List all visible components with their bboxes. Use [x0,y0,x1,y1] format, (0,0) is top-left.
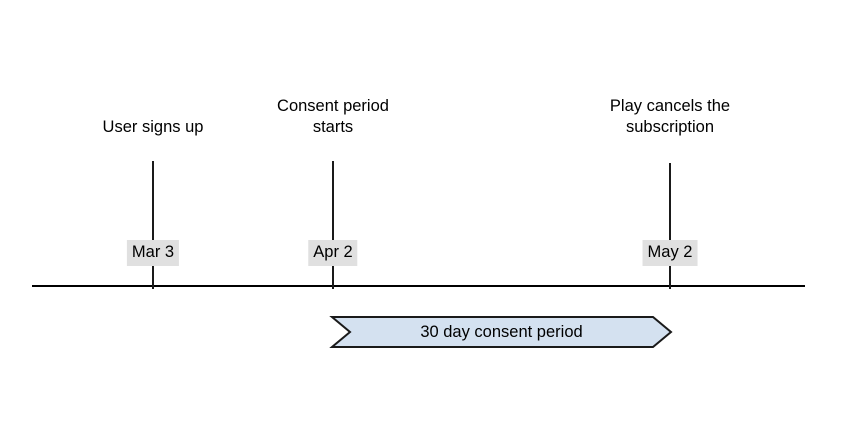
marker-label-line2: starts [312,118,354,136]
timeline-axis [32,285,805,287]
marker-label-line1: Consent period [277,97,389,115]
marker-stem-play-cancels [669,163,671,289]
marker-date-consent-start: Apr 2 [308,240,358,266]
marker-stem-consent-start [332,161,334,289]
marker-label-line2: subscription [625,118,715,136]
marker-label-play-cancels: Play cancels the subscription [610,96,730,138]
marker-stem-signup [152,161,154,289]
marker-date-signup: Mar 3 [126,240,180,266]
marker-label-line1: Play cancels the [609,97,731,115]
chevron-shape [329,316,673,348]
marker-date-play-cancels: May 2 [642,240,698,266]
consent-period-banner: 30 day consent period [329,316,673,348]
marker-label-signup: User signs up [103,117,204,138]
marker-label-consent-start: Consent period starts [277,96,389,138]
marker-label-line1: User signs up [102,118,204,136]
